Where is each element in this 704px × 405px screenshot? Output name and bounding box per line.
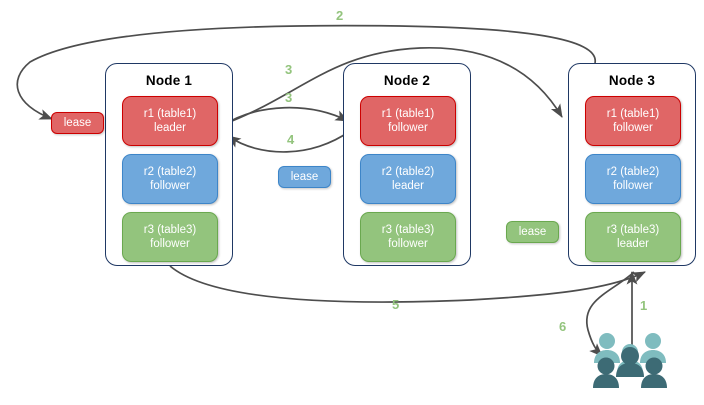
replica-role: follower: [150, 180, 190, 192]
arrow-step-5: [169, 265, 646, 303]
replica-name: r3 (table3): [606, 224, 660, 236]
step-label-3-a: 3: [285, 62, 293, 77]
replica-name: r2 (table2): [143, 166, 197, 178]
step-label-5: 5: [392, 297, 400, 312]
replica-name: r1 (table1): [606, 108, 660, 120]
step-label-6: 6: [559, 319, 567, 334]
replica-name: r2 (table2): [381, 166, 435, 178]
lease-label: lease: [518, 226, 547, 238]
arrow-step-3-to-node2: [221, 106, 349, 127]
replica-r3-node3[interactable]: r3 (table3) leader: [585, 212, 681, 262]
replica-name: r3 (table3): [143, 224, 197, 236]
people-front-row: [593, 347, 667, 388]
replica-r1-node2[interactable]: r1 (table1) follower: [360, 96, 456, 146]
replica-name: r3 (table3): [381, 224, 435, 236]
replica-r2-node3[interactable]: r2 (table2) follower: [585, 154, 681, 204]
node-box-2[interactable]: Node 2 r1 (table1) follower r2 (table2) …: [343, 63, 471, 266]
step-label-3-b: 3: [285, 90, 293, 105]
node-title: Node 3: [608, 73, 656, 88]
node-box-3[interactable]: Node 3 r1 (table1) follower r2 (table2) …: [568, 63, 696, 266]
step-label-4: 4: [287, 132, 295, 147]
replica-r2-node1[interactable]: r2 (table2) follower: [122, 154, 218, 204]
node-title: Node 2: [383, 73, 431, 88]
replica-name: r1 (table1): [381, 108, 435, 120]
replica-role: follower: [613, 122, 653, 134]
node-box-1[interactable]: Node 1 r1 (table1) leader r2 (table2) fo…: [105, 63, 233, 266]
replica-role: leader: [154, 122, 186, 134]
step-label-2: 2: [336, 8, 344, 23]
replica-role: leader: [392, 180, 424, 192]
replica-role: follower: [613, 180, 653, 192]
lease-badge-red[interactable]: lease: [51, 112, 104, 134]
replica-role: follower: [150, 238, 190, 250]
node-title: Node 1: [145, 73, 193, 88]
replica-r1-node3[interactable]: r1 (table1) follower: [585, 96, 681, 146]
arrow-step-2: [16, 24, 596, 120]
replica-role: follower: [388, 122, 428, 134]
replica-r3-node2[interactable]: r3 (table3) follower: [360, 212, 456, 262]
replica-name: r2 (table2): [606, 166, 660, 178]
replica-r1-node1[interactable]: r1 (table1) leader: [122, 96, 218, 146]
lease-label: lease: [290, 171, 319, 183]
replica-role: leader: [617, 238, 649, 250]
lease-label: lease: [63, 117, 92, 129]
step-label-1: 1: [640, 298, 648, 313]
replica-role: follower: [388, 238, 428, 250]
lease-badge-blue[interactable]: lease: [278, 166, 331, 188]
clients-group-icon: [593, 333, 667, 388]
replica-name: r1 (table1): [143, 108, 197, 120]
replica-r3-node1[interactable]: r3 (table3) follower: [122, 212, 218, 262]
replica-r2-node2[interactable]: r2 (table2) leader: [360, 154, 456, 204]
lease-badge-green[interactable]: lease: [506, 221, 559, 243]
